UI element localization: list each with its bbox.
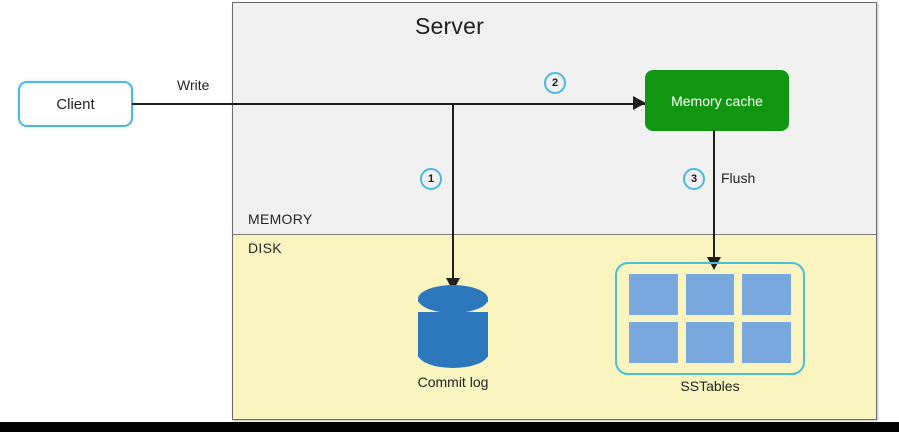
- flush-edge-label: Flush: [721, 170, 756, 186]
- step-badge-2: 2: [544, 72, 566, 94]
- sstable-cell: [685, 274, 735, 315]
- step-badge-1-number: 1: [427, 173, 435, 185]
- write-connector-line: [132, 103, 645, 105]
- sstable-cell: [685, 322, 735, 363]
- flush-connector-line: [713, 130, 715, 262]
- client-node[interactable]: Client: [18, 81, 133, 127]
- step-badge-3-number: 3: [690, 173, 698, 185]
- memory-zone-label: MEMORY: [248, 211, 313, 227]
- commit-log-label: Commit log: [417, 374, 489, 390]
- bottom-letterbox-bar: [0, 422, 899, 432]
- sstable-cell: [742, 322, 791, 363]
- sstable-cell: [742, 274, 791, 315]
- disk-zone-label: DISK: [248, 240, 282, 256]
- sstable-cell: [629, 322, 678, 363]
- sstables-group[interactable]: [615, 262, 805, 375]
- step-badge-2-number: 2: [551, 77, 559, 89]
- step-badge-1: 1: [420, 168, 442, 190]
- memory-cache-node-label: Memory cache: [671, 92, 763, 109]
- sstable-cell: [629, 274, 678, 315]
- write-arrowhead-icon: [633, 96, 646, 110]
- commit-log-database-icon[interactable]: [418, 285, 488, 369]
- commit-log-connector-line: [452, 103, 454, 283]
- sstables-label: SSTables: [680, 378, 740, 394]
- server-title: Server: [415, 13, 484, 39]
- step-badge-3: 3: [683, 168, 705, 190]
- write-edge-label: Write: [177, 77, 210, 93]
- memory-cache-node[interactable]: Memory cache: [645, 70, 789, 131]
- cylinder-top: [418, 285, 488, 313]
- cylinder-bottom: [418, 340, 488, 368]
- client-node-label: Client: [56, 95, 95, 113]
